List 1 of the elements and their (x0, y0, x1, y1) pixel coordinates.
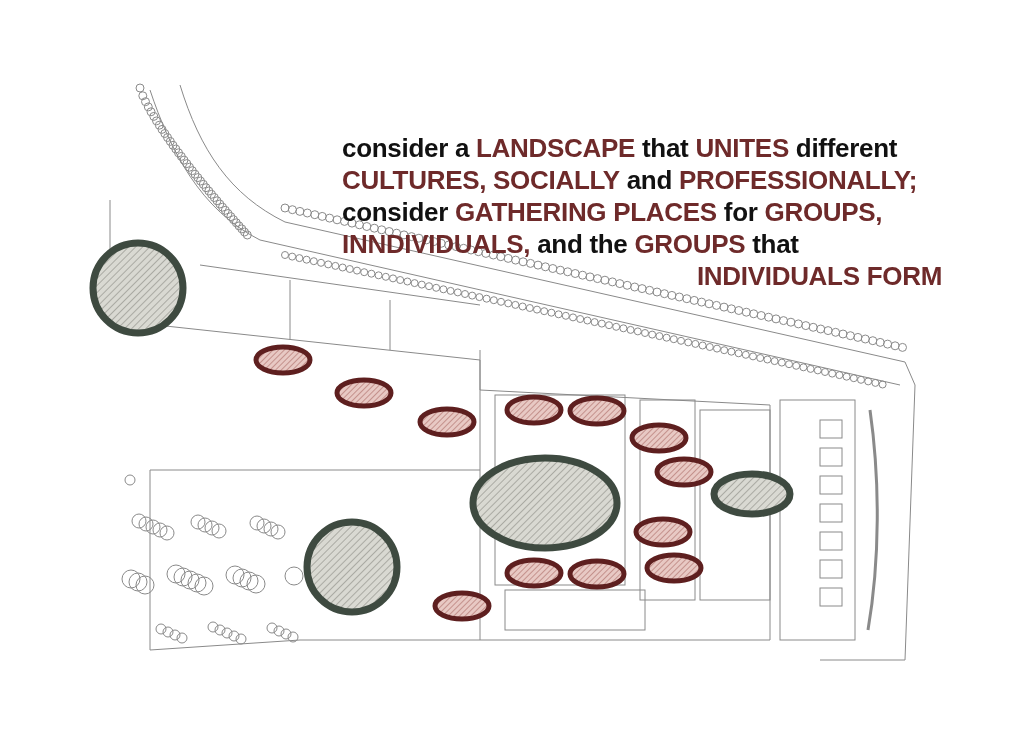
design-statement: consider a LANDSCAPE that UNITES different CULTURES, SOCIALLY and PROFESSIONALLY; consider GATHERING PLACES for GROUPS, INNDIVIDUALS, and the GROUPS that INDIVIDUALS FORM (342, 132, 942, 292)
